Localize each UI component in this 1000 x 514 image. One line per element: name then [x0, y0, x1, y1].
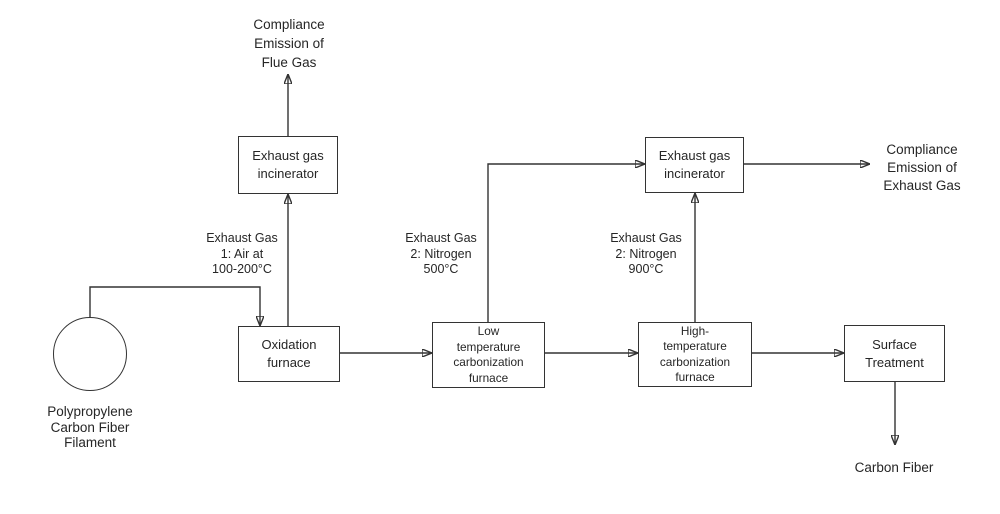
node-label: Low temperature carbonization furnace: [453, 324, 524, 385]
node-label: Exhaust gas incinerator: [658, 148, 731, 181]
label-polypropylene-filament: Polypropylene Carbon Fiber Filament: [47, 404, 133, 450]
node-oxidation-furnace: Oxidation furnace: [238, 326, 340, 382]
label-exhaust-gas-compliance: Compliance Emission of Exhaust Gas: [883, 142, 961, 193]
label-flue-gas-compliance: Compliance Emission of Flue Gas: [253, 17, 325, 70]
edge-filament-to-oxidation: [89, 286, 260, 326]
node-exhaust-incinerator-right: Exhaust gas incinerator: [645, 137, 744, 193]
node-label: Surface Treatment: [865, 336, 924, 370]
label-exhaust-gas-2-900: Exhaust Gas 2: Nitrogen 900°C: [610, 231, 682, 276]
label-carbon-fiber: Carbon Fiber: [854, 460, 934, 475]
node-surface-treatment: Surface Treatment: [844, 325, 945, 382]
edge-low-temp-to-incinerator-right: [487, 164, 645, 322]
node-exhaust-incinerator-left: Exhaust gas incinerator: [238, 136, 338, 194]
label-exhaust-gas-1: Exhaust Gas 1: Air at 100-200°C: [206, 231, 278, 276]
node-filament-circle: [53, 317, 127, 391]
label-exhaust-gas-2-500: Exhaust Gas 2: Nitrogen 500°C: [405, 231, 477, 276]
node-label: High- temperature carbonization furnace: [659, 323, 731, 385]
node-high-temp-carbonization-furnace: High- temperature carbonization furnace: [638, 322, 752, 387]
node-low-temp-carbonization-furnace: Low temperature carbonization furnace: [432, 322, 545, 388]
node-label: Oxidation furnace: [261, 337, 317, 370]
node-label: Exhaust gas incinerator: [252, 148, 324, 181]
